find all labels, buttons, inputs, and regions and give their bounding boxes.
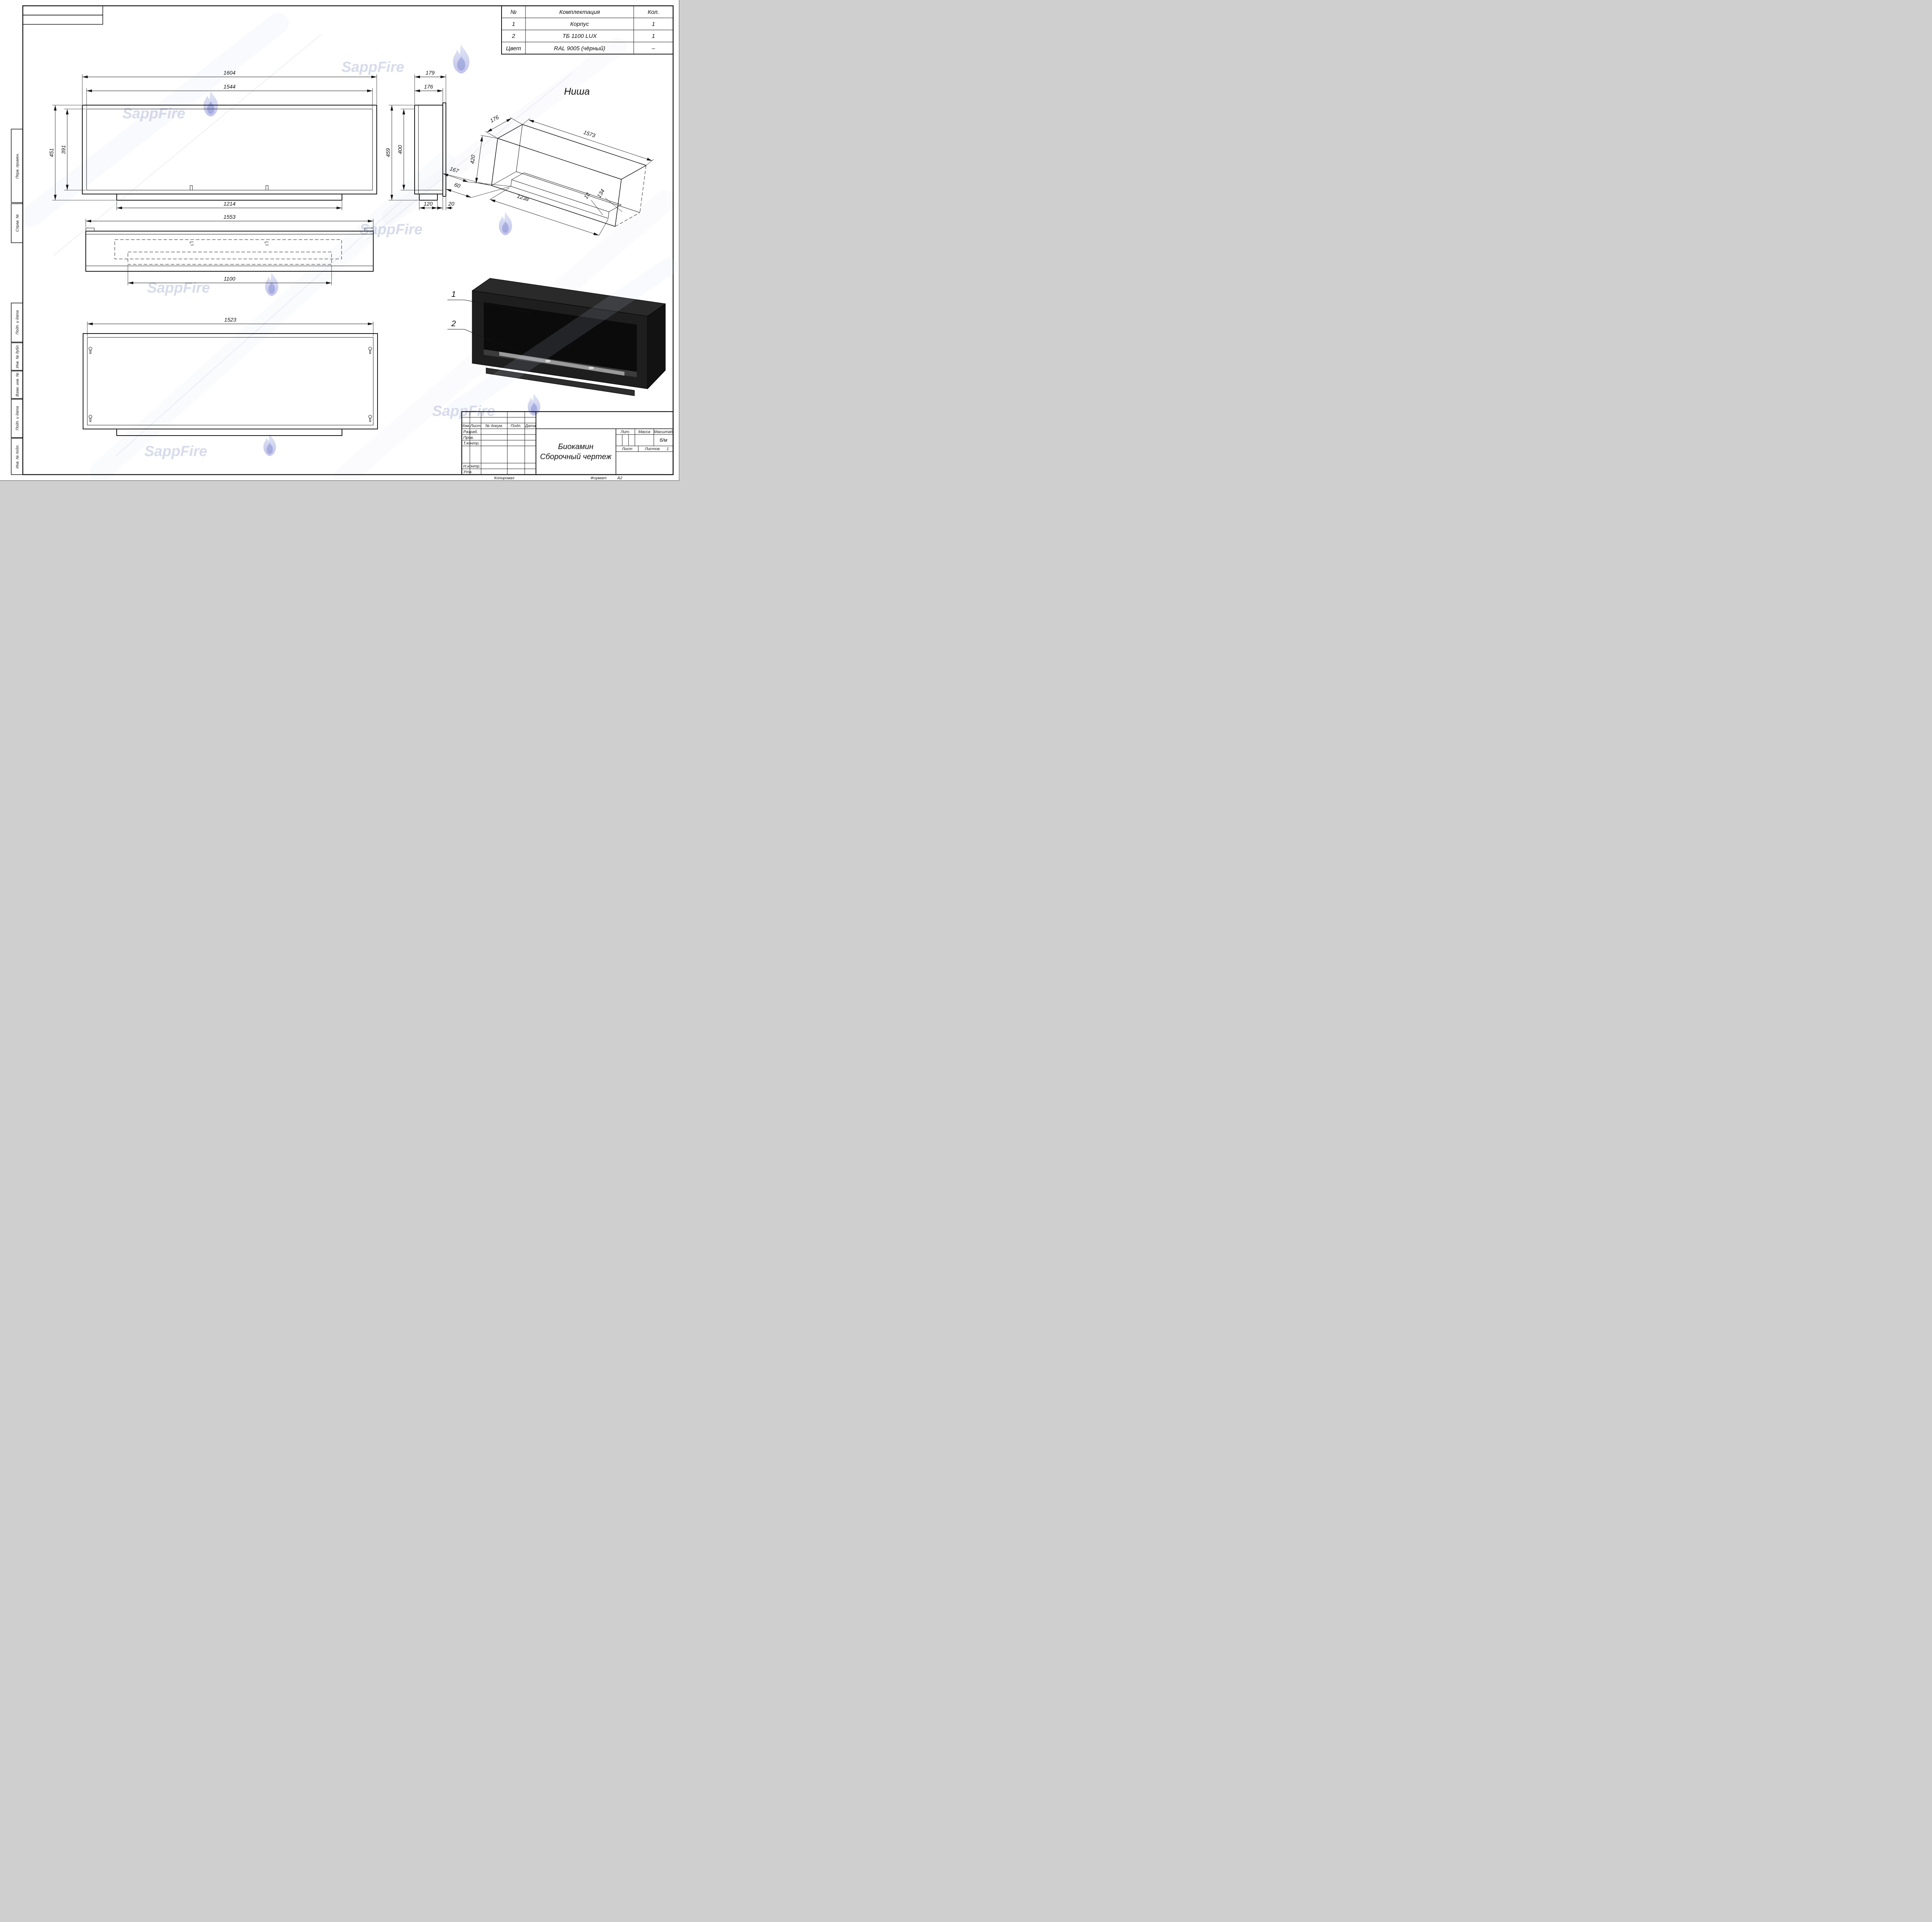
- dim-front-base: 1214: [223, 201, 235, 207]
- rev-col-sign: Подп.: [511, 424, 522, 428]
- dim-side-depth-inner: 176: [424, 83, 433, 90]
- parts-cell: 2: [512, 33, 515, 39]
- sig-row-approved: Утв.: [463, 470, 473, 474]
- parts-cell: Корпус: [570, 21, 589, 27]
- dim-plan-burner: 1100: [224, 276, 235, 282]
- niche-iso-view: Ниша 176 1573 420: [442, 86, 654, 236]
- dim-front-height-outer: 451: [48, 148, 54, 157]
- dim-front-width-inner: 1544: [223, 83, 235, 90]
- callout-1: 1: [451, 290, 456, 299]
- scale-label: Масштаб: [654, 430, 673, 434]
- parts-col-header: Комплектация: [559, 9, 600, 15]
- front-view: 1604 1544 451 391 1214: [48, 70, 377, 210]
- drawing-canvas: SappFire SappFire SappFire SappFire Sapp…: [11, 5, 677, 480]
- format-label: Формат: [590, 476, 607, 480]
- margin-label: Инв. № подл.: [15, 444, 20, 468]
- parts-cell: 1: [652, 21, 655, 27]
- watermark-text: SappFire: [342, 59, 405, 75]
- sig-row-ncontrol: Н.контр.: [463, 464, 480, 468]
- sig-row-checked: Пров.: [463, 435, 474, 440]
- sig-row-tcontrol: Т.контр.: [463, 441, 480, 446]
- rev-col-izm: Изм.: [461, 424, 470, 428]
- sheets-label: Листов: [645, 447, 660, 451]
- dim-side-depth-outer: 179: [425, 70, 435, 76]
- rear-view: 1523: [83, 317, 378, 436]
- side-view: 179 176 459 400 120 20: [385, 70, 454, 210]
- margin-label: Взам. инв. №: [15, 373, 20, 397]
- format-value: А2: [617, 476, 622, 480]
- mass-label: Масса: [638, 430, 650, 434]
- margin-column: Перв. примен. Справ. № Подп. и дата Инв.…: [11, 129, 23, 475]
- watermark-text: SappFire: [122, 106, 185, 122]
- lit-label: Лит.: [620, 430, 630, 434]
- dim-front-height-inner: 391: [60, 145, 66, 154]
- dim-niche-length: 1573: [583, 129, 596, 139]
- parts-cell: 1: [512, 21, 515, 27]
- callout-2: 2: [451, 319, 456, 328]
- dim-side-flange: 20: [448, 201, 454, 207]
- sheet-label: Лист: [621, 447, 632, 451]
- margin-label: Подп. и дата: [15, 406, 20, 430]
- parts-cell: Цвет: [506, 45, 521, 52]
- render-3d: 1 2: [447, 258, 677, 419]
- dim-plan-width: 1553: [223, 214, 235, 220]
- parts-cell: ТБ 1100 LUX: [563, 33, 597, 39]
- copied-label: Копировал: [494, 476, 514, 480]
- dim-niche-gap: 13: [583, 191, 591, 200]
- rev-col-date: Дата: [525, 424, 536, 428]
- margin-label: Справ. №: [15, 214, 20, 232]
- flame-watermark-icon: [263, 434, 276, 456]
- dim-niche-tray: 1238: [516, 193, 530, 203]
- sheets-value: 1: [667, 447, 669, 451]
- dim-niche-side: 134: [596, 188, 606, 199]
- rev-col-list: Лист: [470, 424, 481, 428]
- watermark-text: SappFire: [145, 443, 207, 460]
- sig-row-developed: Разраб.: [463, 430, 478, 434]
- rev-col-doc: № докум.: [485, 424, 503, 428]
- margin-label: Перв. примен.: [15, 153, 20, 179]
- dim-niche-bottom-offset: 60: [454, 181, 461, 189]
- flame-watermark-icon: [265, 272, 279, 296]
- dim-side-height-inner: 400: [397, 145, 403, 154]
- watermark-text: SappFire: [360, 221, 423, 238]
- parts-cell: RAL 9005 (чёрный): [554, 45, 605, 52]
- doc-name-line2: Сборочный чертеж: [540, 453, 612, 461]
- flame-watermark-icon: [453, 44, 469, 74]
- scale-value: б/м: [660, 437, 667, 443]
- plan-view: 1553 1100: [85, 214, 374, 285]
- dim-niche-depth: 176: [489, 114, 500, 124]
- keyhole-mounts: [88, 347, 372, 422]
- flame-watermark-icon: [527, 393, 541, 416]
- margin-label: Подп. и дата: [15, 310, 20, 334]
- parts-col-header: Кол.: [648, 9, 659, 15]
- parts-cell: 1: [652, 33, 655, 39]
- dim-niche-height: 420: [469, 154, 476, 164]
- dim-rear-width: 1523: [224, 317, 236, 323]
- parts-col-header: №: [510, 9, 517, 15]
- flame-watermark-icon: [498, 212, 512, 235]
- drawing-sheet: SappFire SappFire SappFire SappFire Sapp…: [0, 0, 679, 481]
- dim-side-height-outer: 459: [385, 148, 391, 157]
- parts-cell: –: [651, 45, 655, 52]
- dim-front-width-outer: 1604: [223, 70, 235, 76]
- parts-table: № Комплектация Кол. 1 Корпус 1 2 ТБ 1100…: [501, 5, 673, 54]
- margin-label: Инв. № дубл.: [15, 344, 20, 368]
- title-block: Изм. Лист № докум. Подп. Дата Разраб. Пр…: [461, 411, 674, 480]
- flame-watermark-icon: [203, 91, 218, 117]
- niche-title: Ниша: [564, 86, 590, 97]
- dim-side-base: 120: [423, 201, 433, 207]
- doc-name-line1: Биокамин: [558, 443, 594, 451]
- watermark-text: SappFire: [147, 280, 210, 296]
- dim-niche-front-offset: 167: [449, 165, 460, 174]
